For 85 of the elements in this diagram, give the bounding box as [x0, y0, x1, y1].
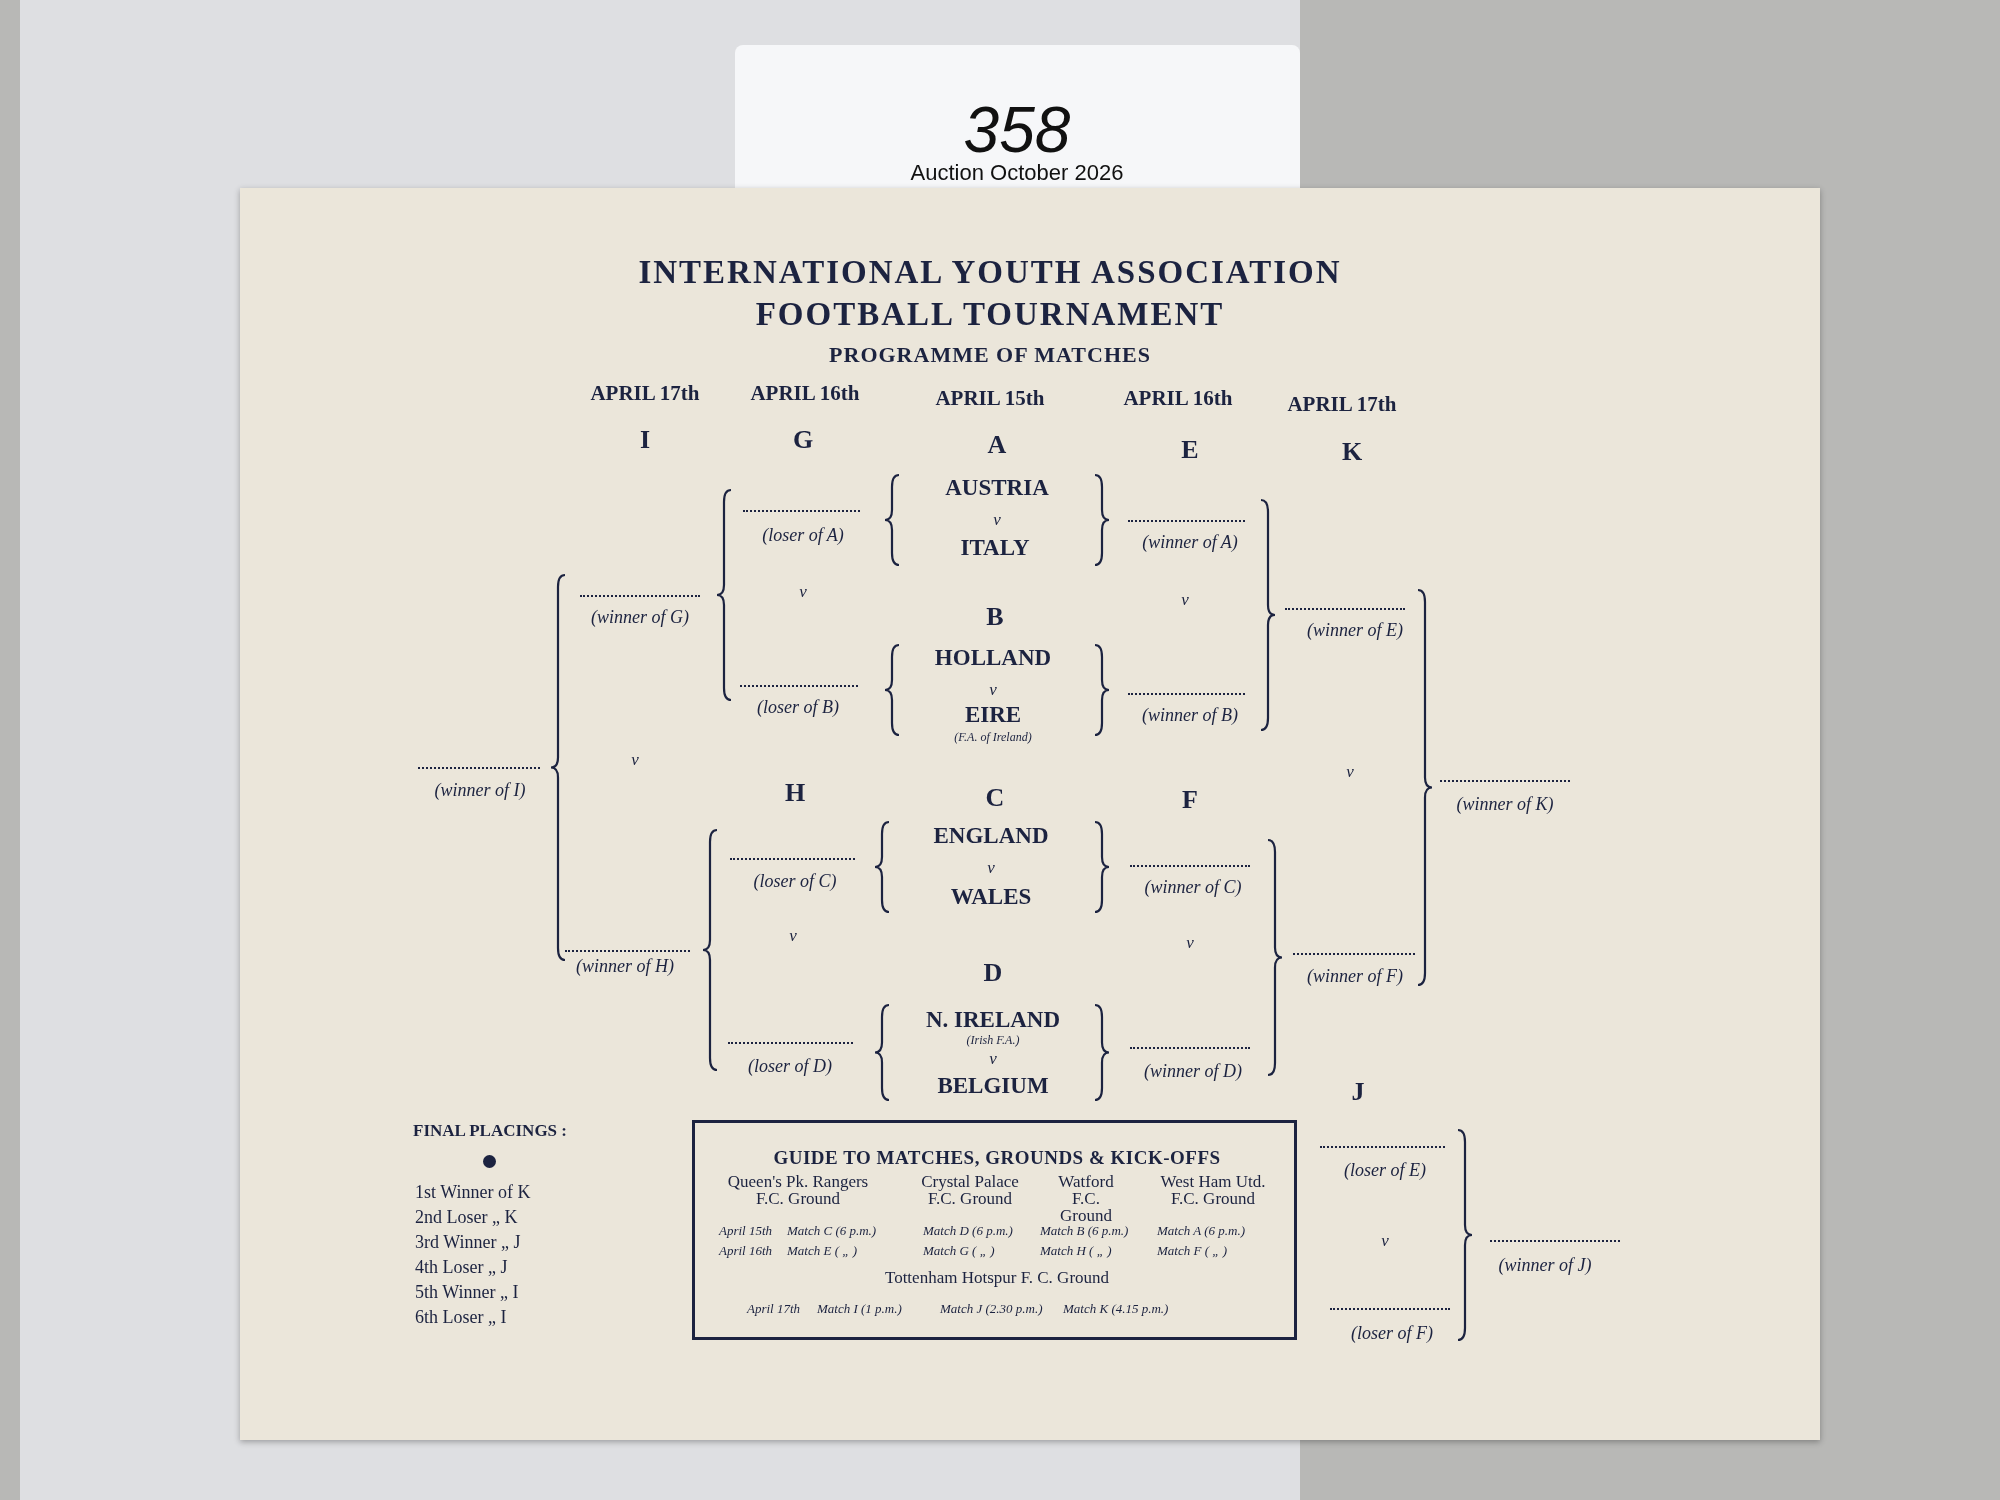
guide-heading: GUIDE TO MATCHES, GROUNDS & KICK-OFFS [773, 1149, 1221, 1166]
fixture-slot-label: (loser of A) [762, 524, 844, 546]
placing-row: 1st Winner of K [415, 1181, 531, 1203]
title: INTERNATIONAL YOUTH ASSOCIATION FOOTBALL TOURNAMENT [637, 253, 1343, 334]
placing-row: 5th Winner „ I [415, 1281, 519, 1303]
fixture-slot-label: (winner of I) [434, 779, 526, 801]
placing-row: 4th Loser „ J [415, 1256, 508, 1278]
match-letter: F [1182, 785, 1198, 815]
versus-mark: v [989, 1049, 997, 1069]
ground-name: Tottenham Hotspur F. C. Ground [884, 1269, 1110, 1286]
kick-off-time: Match B (6 p.m.) [1040, 1223, 1129, 1239]
ground-name: Watford F.C. Ground [1057, 1173, 1115, 1224]
team-name: HOLLAND [934, 645, 1052, 671]
match-letter: B [986, 602, 1004, 632]
team-name: WALES [950, 884, 1032, 910]
date-heading: APRIL 16th [1123, 385, 1233, 411]
fixture-slot-label: (loser of C) [753, 870, 837, 892]
versus-mark: v [1381, 1231, 1389, 1251]
versus-mark: v [993, 510, 1001, 530]
kick-off-time: Match D (6 p.m.) [923, 1223, 1013, 1239]
date-heading: APRIL 15th [935, 385, 1045, 411]
kick-off-time: Match F ( „ ) [1157, 1243, 1228, 1259]
fixture-slot-label: (winner of J) [1498, 1254, 1592, 1276]
match-date: April 15th [719, 1223, 773, 1239]
team-name: BELGIUM [937, 1073, 1049, 1099]
versus-mark: v [1186, 933, 1194, 953]
date-heading: APRIL 17th [1287, 391, 1397, 417]
fixture-slot-label: (winner of G) [591, 606, 689, 628]
team-note: (F.A. of Ireland) [954, 729, 1032, 745]
match-letter: K [1341, 437, 1363, 467]
match-date: April 16th [719, 1243, 773, 1259]
versus-mark: v [1181, 590, 1189, 610]
fixture-slot-label: (loser of E) [1344, 1159, 1426, 1181]
kick-off-time: Match E ( „ ) [787, 1243, 858, 1259]
match-letter: H [784, 778, 806, 808]
ground-name: West Ham Utd. F.C. Ground [1159, 1173, 1267, 1207]
fixture-slot-label: (winner of H) [576, 955, 674, 977]
versus-mark: v [631, 750, 639, 770]
fixture-slot-label: (winner of K) [1456, 793, 1554, 815]
match-letter: G [792, 425, 814, 455]
fixture-slot-label: (winner of E) [1307, 619, 1403, 641]
date-heading: APRIL 17th [590, 380, 700, 406]
team-name: ENGLAND [933, 823, 1049, 849]
fixture-slot-label: (winner of C) [1144, 876, 1242, 898]
fixture-slot-label: (winner of A) [1142, 531, 1238, 553]
team-name: ITALY [960, 535, 1030, 561]
match-letter: C [985, 783, 1005, 813]
team-name: EIRE [964, 702, 1022, 728]
team-name: N. IRELAND [925, 1007, 1061, 1033]
placings-heading: FINAL PLACINGS : [413, 1121, 567, 1141]
placing-row: 2nd Loser „ K [415, 1206, 518, 1228]
guide-box [692, 1120, 1297, 1340]
fixture-slot-label: (loser of D) [748, 1055, 832, 1077]
kick-off-time: Match I (1 p.m.) [817, 1301, 902, 1317]
fixture-slot-label: (loser of B) [757, 696, 839, 718]
fixture-slot-label: (loser of F) [1351, 1322, 1433, 1344]
fixture-slot-label: (winner of F) [1307, 965, 1403, 987]
auction-date-text: Auction October 2026 [910, 160, 1124, 186]
ground-name: Queen's Pk. Rangers F.C. Ground [726, 1173, 870, 1207]
versus-mark: v [799, 582, 807, 602]
kick-off-time: Match J (2.30 p.m.) [940, 1301, 1043, 1317]
placing-row: 3rd Winner „ J [415, 1231, 521, 1253]
versus-mark: v [987, 858, 995, 878]
kick-off-time: Match A (6 p.m.) [1157, 1223, 1245, 1239]
match-letter: J [1351, 1077, 1365, 1107]
match-letter: D [983, 958, 1003, 988]
versus-mark: v [1346, 762, 1354, 782]
versus-mark: v [789, 926, 797, 946]
placing-row: 6th Loser „ I [415, 1306, 507, 1328]
kick-off-time: Match G ( „ ) [923, 1243, 995, 1259]
kick-off-time: Match H ( „ ) [1040, 1243, 1112, 1259]
ground-name: Crystal Palace F.C. Ground [920, 1173, 1020, 1207]
match-letter: A [987, 430, 1007, 460]
fixture-slot-label: (winner of D) [1144, 1060, 1242, 1082]
match-letter: E [1181, 435, 1199, 465]
match-date: April 17th [747, 1301, 801, 1317]
match-letter: I [639, 425, 651, 455]
date-heading: APRIL 16th [750, 380, 860, 406]
team-note: (Irish F.A.) [966, 1032, 1020, 1048]
team-name: AUSTRIA [945, 475, 1049, 501]
kick-off-time: Match K (4.15 p.m.) [1063, 1301, 1169, 1317]
kick-off-time: Match C (6 p.m.) [787, 1223, 877, 1239]
versus-mark: v [989, 680, 997, 700]
fixture-slot-label: (winner of B) [1142, 704, 1238, 726]
subtitle: PROGRAMME OF MATCHES [829, 342, 1151, 368]
